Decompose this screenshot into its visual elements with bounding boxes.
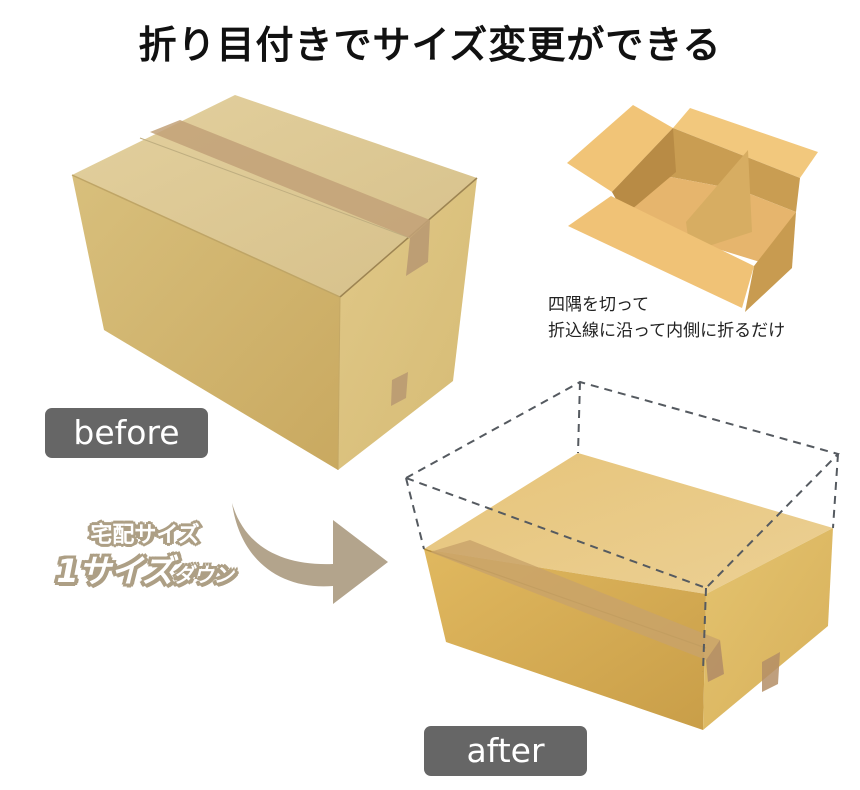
one-size-text: 1サイズ xyxy=(56,552,174,590)
open-box-left-inner xyxy=(612,128,676,215)
page-title: 折り目付きでサイズ変更ができる xyxy=(138,23,722,67)
before-box-image xyxy=(71,95,478,471)
instruction-line-1: 四隅を切って xyxy=(548,295,650,315)
original-size-dashed-outline xyxy=(405,380,840,673)
after-box-side xyxy=(703,528,833,730)
one-size-down-text: 1サイズダウン xyxy=(20,552,270,596)
after-box-top xyxy=(424,453,833,594)
instruction-caption: 四隅を切って 折込線に沿って内側に折るだけ xyxy=(548,292,785,344)
curved-arrow-icon xyxy=(232,503,388,604)
before-badge: before xyxy=(45,408,208,458)
open-box-left-flap xyxy=(567,105,673,192)
before-box-top xyxy=(72,95,477,297)
open-box-right-side xyxy=(745,212,796,312)
open-box-back-flap xyxy=(673,108,818,178)
size-down-label: 宅配サイズ 1サイズダウン xyxy=(20,522,270,596)
instruction-line-2: 折込線に沿って内側に折るだけ xyxy=(548,321,786,341)
open-box-divider xyxy=(686,150,752,252)
open-box-front-flap xyxy=(568,196,754,308)
before-box-side xyxy=(338,178,477,470)
after-box-tape xyxy=(430,540,720,660)
open-box-image xyxy=(567,105,818,312)
down-text: ダウン xyxy=(173,563,234,587)
before-box-front xyxy=(72,175,340,470)
before-box-tape xyxy=(150,120,430,238)
after-box-image xyxy=(423,453,833,730)
delivery-size-text: 宅配サイズ xyxy=(90,523,200,548)
after-box-front xyxy=(424,549,706,730)
after-badge: after xyxy=(424,726,587,776)
